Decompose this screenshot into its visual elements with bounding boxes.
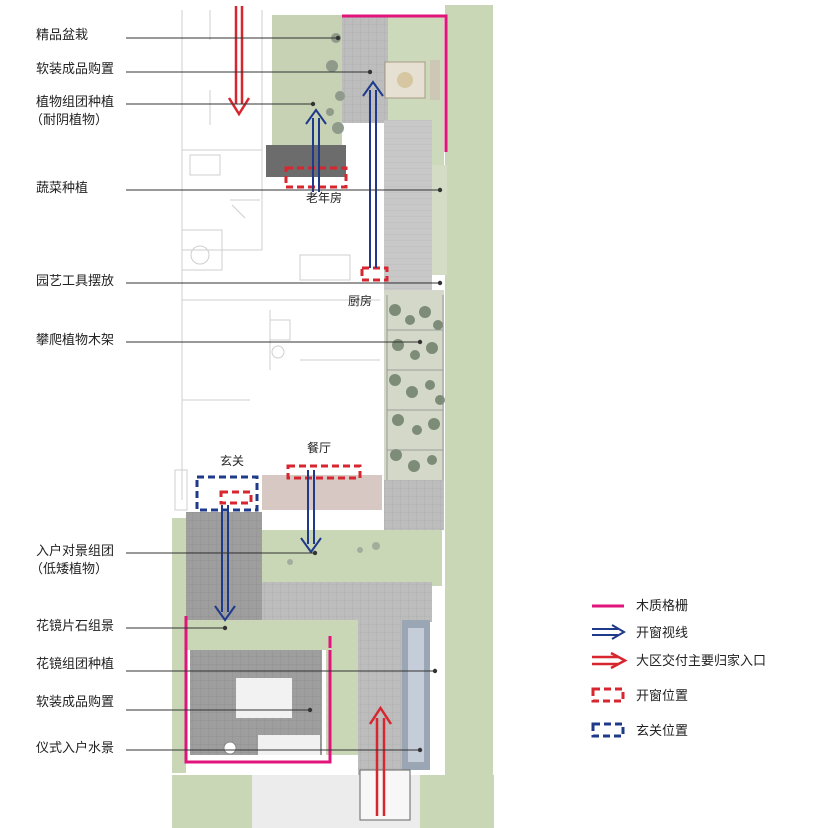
svg-text:大区交付主要归家入口: 大区交付主要归家入口 [636, 653, 766, 669]
legend-red-arrow-icon [592, 651, 628, 670]
svg-text:（耐阴植物）: （耐阴植物） [30, 113, 108, 128]
svg-text:仪式入户水景: 仪式入户水景 [36, 740, 114, 756]
annotations: 精品盆栽 软装成品购置 植物组团种植 （耐阴植物） 蔬菜种植 园艺工具摆放 攀爬… [30, 27, 443, 756]
annotation-flower-stone: 花镜片石组景 [36, 618, 228, 634]
svg-text:木质格栅: 木质格栅 [636, 598, 688, 614]
entry-walkway [358, 620, 402, 775]
central-paving [262, 582, 432, 622]
south-lawn-right [420, 775, 494, 828]
svg-text:入户对景组团: 入户对景组团 [36, 543, 114, 559]
room-dining: 餐厅 [307, 440, 331, 455]
water-channel-inner [408, 628, 424, 762]
svg-text:园艺工具摆放: 园艺工具摆放 [36, 274, 114, 289]
window-positions [219, 166, 389, 505]
north-garden-lawn [272, 15, 342, 145]
room-kitchen: 厨房 [348, 293, 372, 308]
room-elderly: 老年房 [306, 190, 342, 205]
annotation-soft-furnishing-south: 软装成品购置 [36, 694, 313, 713]
east-lawn [445, 5, 493, 775]
annotation-entry-view-group: 入户对景组团 （低矮植物） [30, 543, 318, 577]
low-shrubs [287, 542, 380, 565]
view-arrow-dining [300, 470, 322, 554]
north-bed [266, 145, 346, 177]
annotation-soft-furnishing-north: 软装成品购置 [36, 61, 373, 77]
window-dining [286, 464, 362, 480]
view-arrow-kitchen [362, 80, 384, 268]
entry-court-lawn [262, 530, 402, 582]
annotation-garden-tools: 园艺工具摆放 [36, 274, 443, 289]
entry-arrow-south [368, 705, 393, 816]
legend-blue-dashed-icon [591, 722, 625, 738]
svg-text:精品盆栽: 精品盆栽 [36, 27, 88, 43]
wood-trellis-lines [184, 14, 448, 764]
svg-text:软装成品购置: 软装成品购置 [36, 694, 114, 710]
legend-main-entry: 大区交付主要归家入口 [592, 651, 766, 670]
legend-red-dashed-icon [591, 687, 625, 703]
water-feature-basin [223, 741, 237, 755]
legend-window-view: 开窗视线 [592, 624, 688, 641]
svg-text:（低矮植物）: （低矮植物） [30, 562, 108, 577]
svg-text:玄关位置: 玄关位置 [636, 724, 688, 739]
lower-garden-white-bed [236, 678, 292, 718]
lower-garden-step [258, 735, 320, 755]
window-view-arrows [214, 80, 384, 622]
view-arrow-foyer [214, 505, 236, 622]
lower-garden-lawn [186, 620, 326, 650]
entry-arrows [227, 6, 393, 816]
east-path-upper [384, 120, 432, 300]
legend-blue-arrow-icon [592, 624, 626, 640]
east-path-planter [432, 165, 447, 275]
entry-arrow-north [227, 6, 251, 117]
window-kitchen [360, 266, 389, 282]
entry-court-lawn-right [402, 530, 442, 586]
annotation-potted-plants: 精品盆栽 [36, 27, 341, 43]
svg-text:软装成品购置: 软装成品购置 [36, 61, 114, 77]
svg-text:花镜片石组景: 花镜片石组景 [36, 618, 114, 634]
room-foyer: 玄关 [220, 453, 244, 468]
east-lower-paving [384, 480, 444, 530]
annotation-ceremonial-water: 仪式入户水景 [36, 740, 423, 756]
dining-deck [262, 475, 382, 510]
site-plan [172, 5, 494, 828]
foyer-corridor [186, 512, 262, 620]
annotation-plant-group: 植物组团种植 （耐阴植物） [30, 95, 316, 128]
room-labels: 老年房 厨房 餐厅 玄关 [220, 190, 372, 468]
legend: 木质格栅 开窗视线 大区交付主要归家入口 开窗位置 玄关位置 [591, 598, 766, 739]
west-lawn-bottom [172, 518, 186, 773]
svg-text:花镜组团种植: 花镜组团种植 [36, 656, 114, 672]
svg-text:攀爬植物木架: 攀爬植物木架 [36, 333, 114, 348]
svg-text:开窗位置: 开窗位置 [636, 688, 688, 704]
svg-text:植物组团种植: 植物组团种植 [36, 95, 114, 110]
window-foyer [219, 490, 253, 505]
south-lawn-left [172, 775, 252, 828]
annotation-flower-group: 花镜组团种植 [36, 656, 438, 674]
svg-text:蔬菜种植: 蔬菜种植 [36, 181, 88, 196]
north-shrubs [326, 33, 345, 134]
window-elderly-room [284, 166, 348, 189]
legend-foyer-position: 玄关位置 [591, 722, 688, 739]
legend-wood-trellis: 木质格栅 [592, 598, 688, 614]
annotation-climbing-trellis: 攀爬植物木架 [36, 333, 423, 348]
svg-text:开窗视线: 开窗视线 [636, 625, 688, 641]
north-furniture [384, 60, 440, 100]
annotation-vegetables: 蔬菜种植 [36, 181, 443, 196]
view-arrow-elderly [305, 108, 327, 192]
legend-window-position: 开窗位置 [591, 687, 688, 704]
interior-walls [174, 10, 380, 511]
